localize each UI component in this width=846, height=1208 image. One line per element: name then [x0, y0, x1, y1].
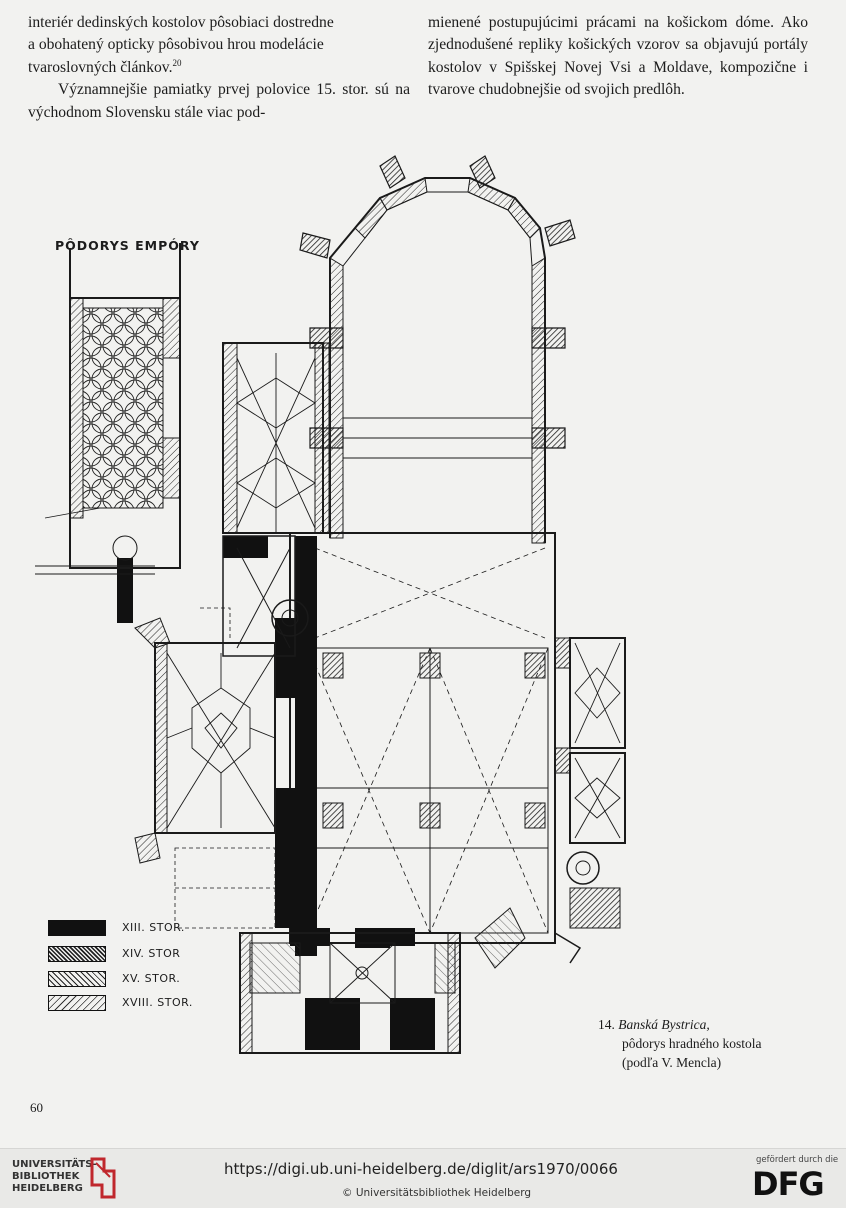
right-paragraph: mienené postupujúcimi prácami na košicko…	[428, 14, 808, 99]
nave-outline	[289, 532, 556, 944]
legend-swatch-hatch	[48, 971, 106, 987]
right-text-column: mienené postupujúcimi prácami na košicko…	[428, 12, 808, 102]
left-line-3-text: tvaroslovných článkov.	[28, 58, 173, 76]
legend-swatch-hatch-dense	[48, 946, 106, 962]
scanned-page: interiér dedinských kostolov pôsobiaci d…	[28, 12, 808, 1115]
copyright-text: © Universitätsbibliothek Heidelberg	[342, 1187, 532, 1199]
left-text-column: interiér dedinských kostolov pôsobiaci d…	[28, 12, 410, 124]
logo-line-1: UNIVERSITÄTS-	[12, 1159, 97, 1170]
legend-label: XV. STOR.	[122, 972, 181, 985]
funded-by-note: gefördert durch die	[756, 1155, 839, 1165]
library-logo-text: UNIVERSITÄTS- BIBLIOTHEK HEIDELBERG	[12, 1159, 97, 1195]
legend-label: XIII. STOR.	[122, 921, 185, 934]
north-chapel-outline	[222, 342, 324, 534]
legend-swatch-hatch-light	[48, 995, 106, 1011]
caption-place: Banská Bystrica,	[618, 1017, 710, 1032]
left-line-1: interiér dedinských kostolov pôsobiaci d…	[28, 14, 334, 31]
west-chapel-outline	[154, 642, 276, 834]
dfg-logo: DFG	[752, 1165, 825, 1203]
left-line-2: a obohatený opticky pôsobivou hrou model…	[28, 36, 324, 54]
page-number: 60	[30, 1100, 43, 1115]
floor-plan-drawing	[35, 155, 626, 1054]
legend-item-15c: XV. STOR.	[48, 971, 248, 987]
empory-label: PÔDORYS EMPÓRY	[55, 238, 200, 253]
caption-line-2: pôdorys hradného kostola	[622, 1036, 762, 1051]
left-paragraph-2: Významnejšie pamiatky prvej polovice 15.…	[28, 81, 410, 121]
caption-number: 14.	[598, 1017, 615, 1032]
south-chapel-1-outline	[569, 637, 626, 749]
figure-caption: 14. Banská Bystrica, pôdorys hradného ko…	[598, 1015, 761, 1072]
caption-line-3: (podľa V. Mencla)	[622, 1055, 722, 1070]
south-chapel-2-outline	[569, 752, 626, 844]
footnote-ref: 20	[172, 57, 182, 68]
legend-item-13c: XIII. STOR.	[48, 920, 248, 936]
apse-outline	[329, 177, 546, 543]
spiral-stair-1	[271, 599, 309, 637]
source-url-link[interactable]: https://digi.ub.uni-heidelberg.de/diglit…	[224, 1160, 618, 1178]
logo-line-2: BIBLIOTHEK	[12, 1171, 80, 1182]
legend-label: XVIII. STOR.	[122, 996, 193, 1009]
legend-item-18c: XVIII. STOR.	[48, 995, 248, 1011]
footer-bar: UNIVERSITÄTS- BIBLIOTHEK HEIDELBERG http…	[0, 1148, 846, 1208]
spiral-stair-2	[566, 851, 600, 885]
legend-label: XIV. STOR	[122, 947, 181, 960]
legend-item-14c: XIV. STOR	[48, 946, 248, 962]
left-line-3: tvaroslovných článkov.20	[28, 57, 410, 79]
legend-swatch-solid	[48, 920, 106, 936]
library-logo-icon	[90, 1157, 116, 1199]
logo-line-3: HEIDELBERG	[12, 1183, 83, 1194]
